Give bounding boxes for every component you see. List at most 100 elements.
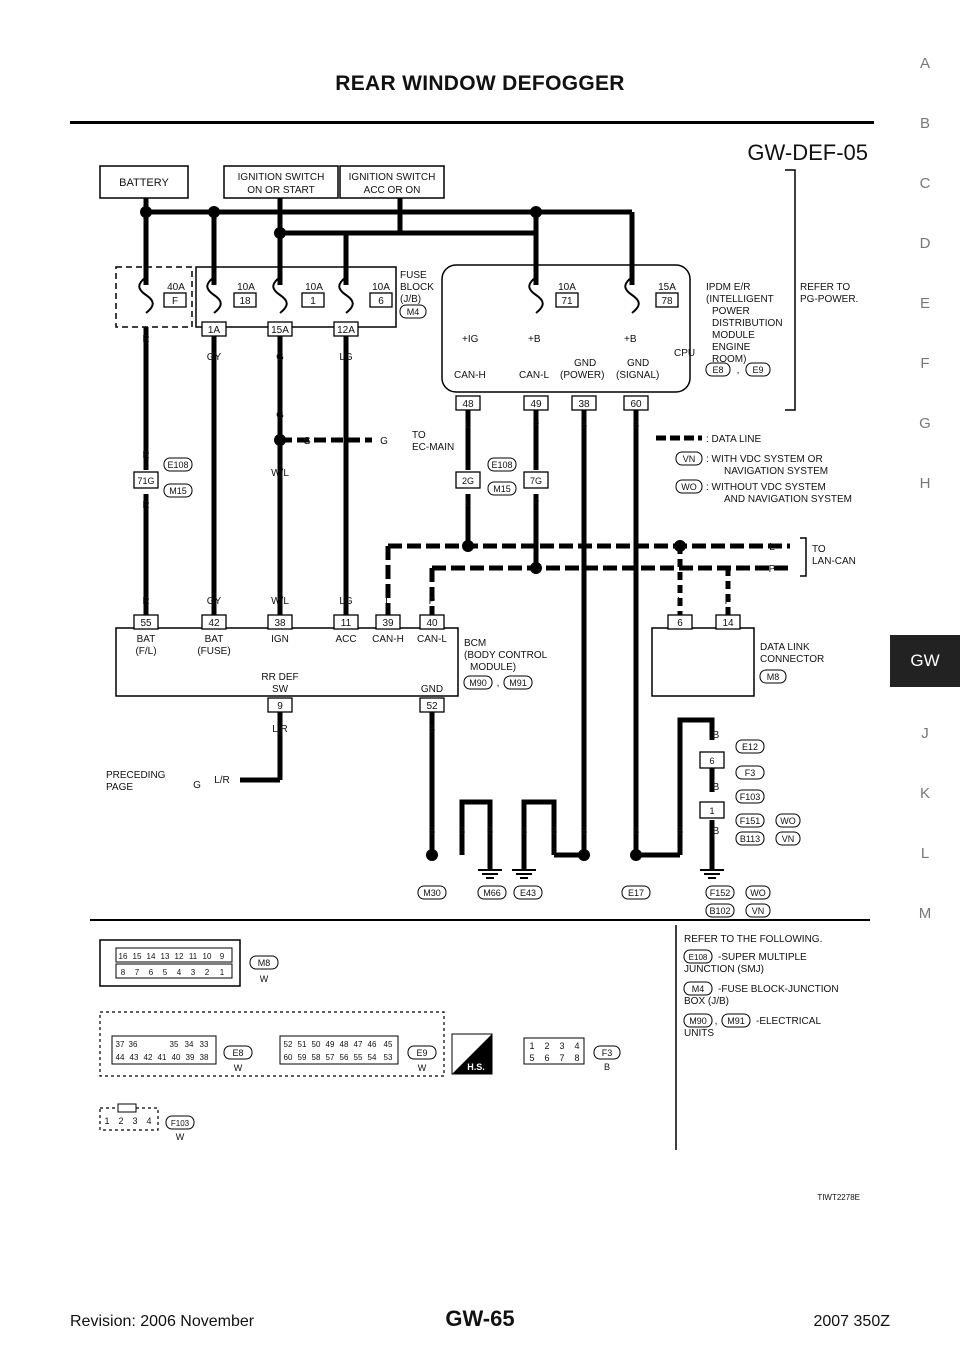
tab-gw-active[interactable]: GW: [890, 635, 960, 687]
refer-m91: M91: [727, 1016, 745, 1026]
refer-e108: E108: [689, 953, 708, 962]
svg-text:7G: 7G: [530, 476, 542, 486]
svg-text:R: R: [142, 334, 149, 345]
tab-m[interactable]: M: [918, 905, 932, 922]
svg-text:B: B: [633, 420, 640, 431]
tab-d[interactable]: D: [919, 235, 931, 252]
svg-text:GND: GND: [627, 358, 649, 369]
svg-text:35: 35: [170, 1040, 179, 1049]
svg-text:40: 40: [172, 1053, 181, 1062]
page-title: REAR WINDOW DEFOGGER: [335, 72, 625, 95]
svg-text:(SIGNAL): (SIGNAL): [616, 370, 659, 381]
right-connectors: 6 1 E12 F3 F103 F151 WO B113 VN F152 WO …: [705, 739, 801, 918]
svg-text:+IG: +IG: [462, 334, 479, 345]
tab-b[interactable]: B: [919, 115, 930, 132]
svg-text:RR DEF: RR DEF: [261, 672, 298, 683]
svg-text:R: R: [142, 596, 149, 607]
svg-text:48: 48: [462, 399, 474, 410]
svg-text:14: 14: [147, 952, 156, 961]
legend-vn-text: NAVIGATION SYSTEM: [724, 466, 828, 477]
ec-main: TO: [412, 430, 426, 441]
svg-text:58: 58: [312, 1053, 321, 1062]
svg-text:B102: B102: [709, 906, 730, 916]
svg-text:LG: LG: [339, 352, 353, 363]
e8-name: E8: [232, 1048, 243, 1058]
svg-text:16: 16: [119, 952, 128, 961]
svg-text:CAN-H: CAN-H: [372, 634, 404, 645]
refer-m90: M90: [689, 1016, 707, 1026]
svg-text:B: B: [429, 826, 436, 837]
svg-text:,: ,: [737, 365, 740, 376]
svg-text:E108: E108: [491, 460, 512, 470]
svg-text:13: 13: [161, 952, 170, 961]
svg-text:60: 60: [630, 399, 642, 410]
svg-text:F151: F151: [740, 816, 761, 826]
fb-terminal: 1A: [208, 325, 221, 336]
svg-text:BAT: BAT: [205, 634, 224, 645]
refer-m4: M4: [692, 984, 705, 994]
svg-text:B: B: [459, 826, 466, 837]
svg-text:10: 10: [203, 952, 212, 961]
svg-text:52: 52: [284, 1040, 293, 1049]
svg-text:+B: +B: [624, 334, 637, 345]
svg-text:B113: B113: [740, 834, 760, 844]
f103-name: F103: [171, 1119, 190, 1128]
fuse-id: 18: [239, 296, 251, 307]
svg-text:VN: VN: [752, 906, 765, 916]
svg-text:6: 6: [709, 756, 714, 766]
dlc-terminal: 6: [677, 618, 683, 629]
fuse-amp: 15A: [658, 282, 676, 293]
svg-text:B: B: [487, 826, 494, 837]
svg-text:B: B: [713, 826, 720, 837]
tab-g[interactable]: G: [919, 415, 931, 432]
svg-text:VN: VN: [782, 834, 795, 844]
svg-text:39: 39: [186, 1053, 195, 1062]
svg-text:41: 41: [158, 1053, 167, 1062]
bcm-label: (BODY CONTROL: [464, 650, 548, 661]
svg-text:1: 1: [529, 1041, 534, 1051]
dlc-label: DATA LINK: [760, 642, 810, 653]
fuse-id: 71: [561, 296, 573, 307]
tab-j[interactable]: J: [921, 725, 929, 742]
svg-text:M15: M15: [169, 486, 187, 496]
m8-name: M8: [258, 958, 271, 968]
svg-text:W/L: W/L: [271, 468, 289, 479]
svg-text:5: 5: [529, 1053, 534, 1063]
svg-text:E12: E12: [742, 742, 758, 752]
tab-l[interactable]: L: [920, 845, 930, 862]
svg-text:B: B: [429, 724, 436, 735]
tab-e[interactable]: E: [919, 295, 930, 312]
legend-wo-text: : WITHOUT VDC SYSTEM: [706, 482, 826, 493]
svg-text:42: 42: [144, 1053, 153, 1062]
svg-text:3: 3: [191, 968, 196, 977]
svg-text:59: 59: [298, 1053, 307, 1062]
svg-text:ACC: ACC: [335, 634, 356, 645]
f103-color: W: [176, 1132, 185, 1142]
svg-text:7: 7: [559, 1053, 564, 1063]
svg-text:WO: WO: [750, 888, 766, 898]
svg-text:6: 6: [544, 1053, 549, 1063]
refer-m90-text: -ELECTRICAL: [756, 1016, 821, 1027]
ipdm-pins: +IG +B +B CAN-H CAN-L GND (POWER) GND (S…: [454, 334, 695, 381]
svg-text:2: 2: [118, 1116, 123, 1126]
svg-text:34: 34: [185, 1040, 194, 1049]
dlc-terminal: 14: [722, 618, 734, 629]
fuse-block-label: (J/B): [400, 294, 421, 305]
tab-f[interactable]: F: [920, 355, 930, 372]
svg-text:B: B: [677, 826, 684, 837]
tab-k[interactable]: K: [919, 785, 930, 802]
fuse-amp: 10A: [237, 282, 255, 293]
tab-a[interactable]: A: [919, 55, 930, 72]
svg-text:(POWER): (POWER): [560, 370, 604, 381]
svg-text:G: G: [276, 352, 284, 363]
svg-text:F152: F152: [710, 888, 731, 898]
tab-c[interactable]: C: [919, 175, 931, 192]
tab-h[interactable]: H: [919, 475, 931, 492]
f3-name: F3: [602, 1048, 613, 1058]
svg-text:R: R: [142, 500, 149, 511]
svg-text:G: G: [303, 436, 311, 447]
